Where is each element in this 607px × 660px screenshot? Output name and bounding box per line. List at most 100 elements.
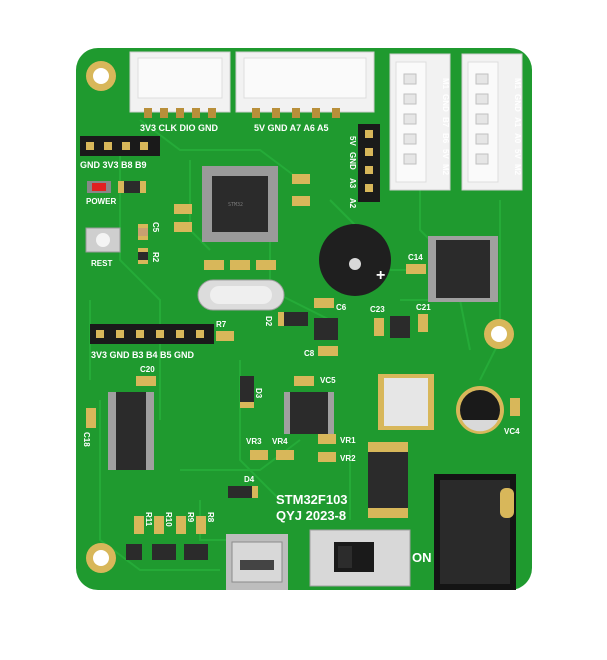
motor-left-pin-2: GND — [441, 94, 450, 112]
c23-capacitor — [374, 318, 384, 336]
reset-label: REST — [91, 259, 112, 268]
power-ic — [284, 392, 334, 434]
svg-text:STM32: STM32 — [228, 202, 243, 208]
crystal-caps — [204, 260, 276, 270]
vr1-label: VR1 — [340, 436, 356, 445]
motor-right-pin-3: A1 — [513, 117, 522, 128]
left-top-header-label: GND 3V3 B8 B9 — [80, 160, 147, 170]
motor-right-pin-2: GND — [513, 94, 522, 112]
c6-label: C6 — [336, 303, 347, 312]
motor-left-pin-3: B7 — [441, 117, 450, 128]
crystal — [197, 279, 285, 311]
vc5-capacitor — [294, 376, 314, 386]
d2-diode — [278, 312, 308, 326]
motor-right-pin-4: A0 — [513, 133, 522, 144]
motor-right-labels: M1 GND A1 A0 5V M2 — [513, 78, 522, 176]
board-subtitle: QYJ 2023-8 — [276, 508, 346, 523]
mcu-caps — [174, 174, 310, 232]
motor-connector-left[interactable] — [389, 53, 451, 191]
r7-label: R7 — [216, 320, 227, 329]
c21-label: C21 — [416, 303, 431, 312]
vc4-label: VC4 — [504, 427, 520, 436]
motor-right-pin-5: 5V — [513, 149, 522, 159]
r8-label: R8 — [206, 512, 215, 523]
c14-label: C14 — [408, 253, 423, 262]
side-pin-4: A2 — [348, 198, 357, 209]
c20-label: C20 — [140, 365, 155, 374]
r10-label: R10 — [164, 512, 173, 527]
power-inductor — [378, 374, 434, 430]
r11-label: R11 — [144, 512, 153, 527]
vc4-capacitor — [510, 398, 520, 416]
d3-diode — [240, 376, 254, 408]
d2-label: D2 — [264, 316, 273, 327]
side-pin-1: 5V — [348, 136, 357, 146]
vr4-label: VR4 — [272, 437, 288, 446]
motor-left-labels: M1 GND B7 B6 5V M2 — [441, 78, 450, 176]
c8-label: C8 — [304, 349, 315, 358]
micro-usb-port[interactable] — [226, 534, 288, 590]
left-mid-pin-header[interactable] — [90, 324, 214, 344]
svg-text:+: + — [376, 267, 385, 284]
d4-diode — [228, 486, 258, 498]
c8-capacitor — [318, 346, 338, 356]
debug-connector[interactable] — [129, 51, 231, 118]
left-mid-header-label: 3V3 GND B3 B4 B5 GND — [91, 350, 195, 360]
c20-capacitor — [136, 376, 156, 386]
side-pin-header[interactable] — [358, 124, 380, 202]
side-pin-2: GND — [348, 152, 357, 170]
r2-resistor — [138, 248, 148, 264]
vr2-label: VR2 — [340, 454, 356, 463]
c23-label: C23 — [370, 305, 385, 314]
left-top-pin-header[interactable] — [80, 136, 160, 156]
motor-connector-right[interactable] — [461, 53, 523, 191]
dc-power-jack[interactable] — [434, 474, 516, 590]
power-slide-switch[interactable] — [309, 529, 411, 587]
analog-header-label: 5V GND A7 A6 A5 — [254, 123, 329, 133]
vr-resistors — [250, 434, 336, 462]
r9-label: R9 — [186, 512, 195, 523]
electrolytic-capacitor — [456, 386, 504, 434]
d3-label: D3 — [254, 388, 263, 399]
debug-header-label: 3V3 CLK DIO GND — [140, 123, 219, 133]
power-resistor — [118, 181, 146, 193]
motor-left-pin-4: B6 — [441, 133, 450, 144]
schottky-diode — [368, 442, 408, 518]
vc5-label: VC5 — [320, 376, 336, 385]
mcu-chip: STM32 — [202, 166, 278, 242]
motor-left-pin-1: M1 — [441, 78, 450, 90]
c21-capacitor — [418, 314, 428, 332]
bottom-resistors — [134, 516, 206, 534]
side-header-labels: 5V GND A3 A2 — [348, 136, 357, 209]
reset-button[interactable] — [85, 227, 121, 253]
board-title: STM32F103 — [276, 492, 348, 507]
buzzer: + — [319, 224, 391, 296]
analog-connector[interactable] — [235, 51, 375, 118]
c18-label: C18 — [82, 432, 91, 447]
mounting-hole-bl — [86, 543, 116, 573]
c5-label: C5 — [151, 222, 160, 233]
r7-resistor — [216, 331, 234, 341]
c6-capacitor — [314, 298, 334, 308]
power-led — [87, 181, 111, 193]
motor-left-pin-5: 5V — [441, 149, 450, 159]
transistors — [126, 544, 208, 560]
motor-right-pin-1: M1 — [513, 78, 522, 90]
motor-right-pin-6: M2 — [513, 164, 522, 176]
side-pin-3: A3 — [348, 178, 357, 189]
c5-capacitor — [138, 224, 148, 240]
motor-driver-chip — [428, 236, 498, 302]
c14-capacitor — [406, 264, 426, 274]
mounting-hole-mr — [484, 319, 514, 349]
c18-capacitor — [86, 408, 96, 428]
mounting-hole-tl — [86, 61, 116, 91]
sot-ic — [390, 316, 410, 338]
vr3-label: VR3 — [246, 437, 262, 446]
d4-label: D4 — [244, 475, 255, 484]
motor-left-pin-6: M2 — [441, 164, 450, 176]
soic-chip — [108, 392, 154, 470]
regulator-sot — [314, 318, 338, 340]
switch-label: ON — [412, 550, 432, 565]
r2-label: R2 — [151, 252, 160, 263]
